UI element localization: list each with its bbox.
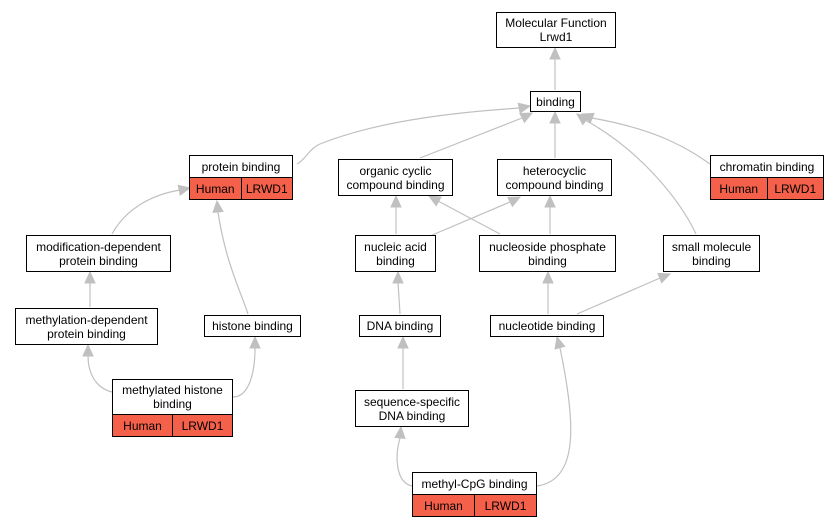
edge-histone-to-protein [212,199,249,315]
species-cell: Human [413,495,474,516]
gene-cell: LRWD1 [766,178,823,199]
arrowhead [82,343,94,357]
gene-cell: LRWD1 [172,415,232,436]
edge-methylated-histone-to-histone [232,335,261,398]
arrowhead [84,270,96,284]
arrowhead [519,112,534,124]
node-methylation-dependent-protein-binding[interactable]: methylation-dependent protein binding [15,308,158,345]
node-modification-dependent-protein-binding[interactable]: modification-dependent protein binding [26,235,171,272]
node-small-molecule-binding[interactable]: small molecule binding [663,235,760,272]
node-label: chromatin binding [719,159,815,174]
edge-methyl-cpg-to-nucleotide [536,335,572,487]
edge-chromatin-to-binding [580,112,711,165]
node-label: nucleotide binding [498,319,596,333]
edge-methylation-to-modification [84,270,96,307]
edge-heterocyclic-to-binding [549,110,561,158]
arrowhead [657,272,672,284]
node-sequence-specific-dna-binding[interactable]: sequence-specific DNA binding [355,390,469,427]
node-label: protein binding [201,159,281,174]
node-protein-binding[interactable]: protein binding Human LRWD1 [189,155,293,200]
species-cell: Human [190,178,241,199]
node-methylated-histone-binding[interactable]: methylated histone binding Human LRWD1 [112,379,233,437]
edge-modification-to-protein [111,184,192,235]
node-label: modification-dependent protein binding [36,239,161,268]
edge-methylated-histone-to-methylation [82,343,113,393]
annotation-row: Human LRWD1 [190,177,292,199]
node-label: binding [536,94,575,109]
node-binding[interactable]: binding [530,91,581,112]
arrowhead [549,46,561,60]
edge-small-molecule-to-binding [576,113,697,235]
gene-cell: LRWD1 [240,178,292,199]
annotation-row: Human LRWD1 [113,414,232,436]
arrowhead [390,194,402,208]
edge-dna-to-nucleic-acid [392,270,404,315]
annotation-row: Human LRWD1 [711,177,823,199]
arrowhead [549,110,561,124]
arrowhead [392,270,404,284]
edge-organic-cyclic-to-binding [419,112,534,159]
node-nucleoside-phosphate-binding[interactable]: nucleoside phosphate binding [479,235,616,272]
node-label: nucleic acid binding [364,239,427,268]
node-nucleic-acid-binding[interactable]: nucleic acid binding [355,235,436,272]
species-cell: Human [113,415,172,436]
edge-protein-binding-to-binding [296,102,532,165]
node-chromatin-binding[interactable]: chromatin binding Human LRWD1 [710,155,824,200]
node-organic-cyclic-compound-binding[interactable]: organic cyclic compound binding [338,159,453,196]
arrowhead [212,199,224,213]
node-label: histone binding [212,319,293,333]
arrowhead [554,335,566,350]
arrowhead [507,196,522,208]
node-methyl-cpg-binding[interactable]: methyl-CpG binding Human LRWD1 [412,472,537,517]
arrowhead [177,184,192,196]
node-label: DNA binding [366,319,434,333]
edge-methyl-cpg-to-sequence-specific [394,425,413,487]
node-label: organic cyclic compound binding [346,163,445,192]
arrowhead [397,335,409,349]
arrowhead [249,335,261,349]
edge-nucleic-acid-to-heterocyclic [429,196,522,237]
node-label: nucleoside phosphate binding [489,239,606,268]
edge-nucleic-acid-to-organic [390,194,402,234]
node-heterocyclic-compound-binding[interactable]: heterocyclic compound binding [497,159,612,196]
arrowhead [542,270,554,284]
edge-nucleotide-to-nucleoside [542,270,554,314]
node-dna-binding[interactable]: DNA binding [359,315,441,337]
annotation-row: Human LRWD1 [413,494,536,516]
arrowhead [576,113,590,126]
node-molecular-function-root[interactable]: Molecular Function Lrwd1 [496,12,616,48]
node-histone-binding[interactable]: histone binding [204,315,301,337]
node-label: methyl-CpG binding [421,476,528,491]
arrowhead [394,425,406,439]
edge-binding-to-root [549,46,561,90]
gene-cell: LRWD1 [474,495,536,516]
edge-nucleoside-to-organic [427,195,501,235]
species-cell: Human [711,178,767,199]
arrowhead [544,194,556,208]
edge-nucleotide-to-small-molecule [576,272,672,315]
edge-nucleoside-to-heterocyclic [544,194,556,234]
node-label: sequence-specific DNA binding [363,394,461,423]
node-label: Molecular Function Lrwd1 [505,16,607,44]
node-nucleotide-binding[interactable]: nucleotide binding [490,315,604,337]
arrowhead [517,102,532,114]
node-label: heterocyclic compound binding [505,163,604,192]
node-label: methylated histone binding [122,383,223,411]
node-label: methylation-dependent protein binding [25,312,148,341]
edge-sequence-specific-to-dna [397,335,409,389]
arrowhead [427,195,442,207]
node-label: small molecule binding [671,239,752,268]
